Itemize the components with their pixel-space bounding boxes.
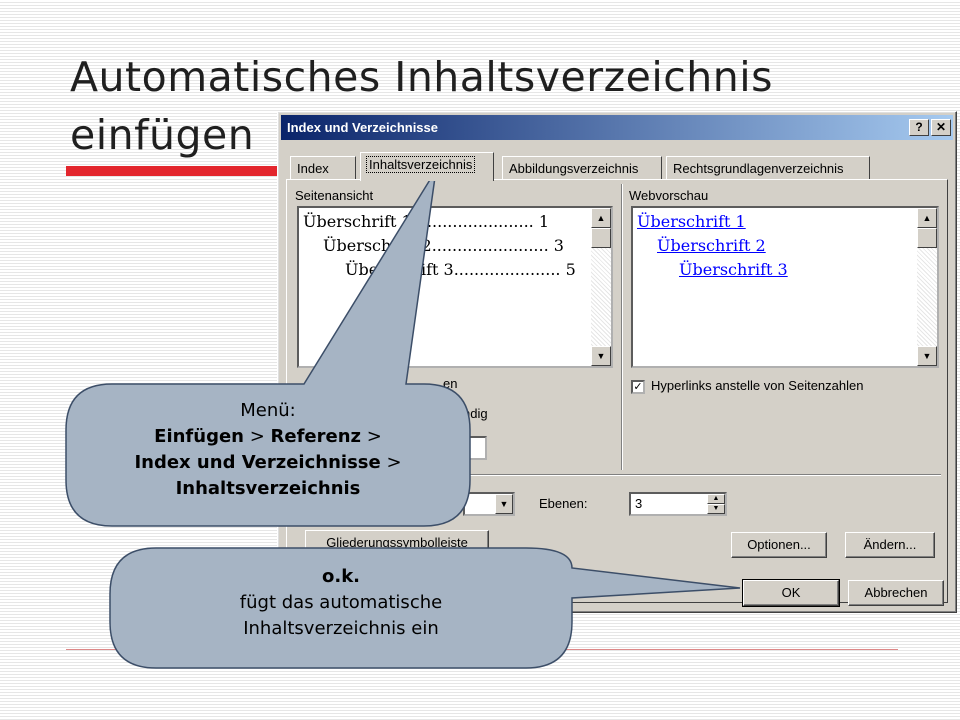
preview-line: Überschrift 1........................ 1 [303, 212, 550, 231]
tab-legal-references[interactable]: Rechtsgrundlagenverzeichnis [666, 156, 870, 180]
dialog-titlebar: Index und Verzeichnisse ? ✕ [281, 115, 953, 140]
chevron-down-icon[interactable]: ▼ [495, 494, 513, 514]
levels-spinner[interactable]: 3 ▲ ▼ [629, 492, 727, 516]
ok-callout-line2: fügt das automatische [239, 592, 443, 613]
slide-title-line2: einfügen [70, 111, 255, 159]
cancel-button[interactable]: Abbrechen [848, 580, 944, 606]
menu-callout-line4: Inhaltsverzeichnis [175, 478, 361, 499]
section-divider [293, 474, 941, 476]
web-link[interactable]: Überschrift 2 [657, 236, 766, 255]
scroll-up-icon[interactable]: ▲ [591, 208, 611, 228]
web-preview-label: Webvorschau [629, 188, 709, 203]
tab-table-of-contents[interactable]: Inhaltsverzeichnis [360, 152, 494, 181]
scroll-up-icon[interactable]: ▲ [917, 208, 937, 228]
print-preview-label: Seitenansicht [295, 188, 374, 203]
ok-callout-line1: o.k. [321, 566, 360, 587]
tab-index[interactable]: Index [290, 156, 356, 180]
web-preview-scrollbar[interactable]: ▲ ▼ [917, 208, 937, 366]
scroll-thumb[interactable] [591, 228, 611, 248]
group-divider [621, 184, 623, 470]
help-button[interactable]: ? [909, 119, 929, 136]
menu-callout-bubble [65, 169, 471, 527]
hyperlinks-checkbox[interactable]: ✓ [631, 380, 645, 394]
hyperlinks-label: Hyperlinks anstelle von Seitenzahlen [651, 378, 864, 393]
scroll-down-icon[interactable]: ▼ [917, 346, 937, 366]
modify-button[interactable]: Ändern... [845, 532, 935, 558]
ok-callout-bubble [109, 547, 741, 669]
tab-figures[interactable]: Abbildungsverzeichnis [502, 156, 662, 180]
levels-label: Ebenen: [539, 496, 588, 511]
index-dialog: Index und Verzeichnisse ? ✕ Index Inhalt… [277, 111, 957, 613]
ok-callout-line3: Inhaltsverzeichnis ein [243, 618, 439, 639]
dialog-title: Index und Verzeichnisse [287, 120, 438, 135]
web-link[interactable]: Überschrift 1 [637, 212, 746, 231]
close-button[interactable]: ✕ [931, 119, 951, 136]
web-preview-list[interactable]: Überschrift 1 Überschrift 2 Überschrift … [631, 206, 939, 368]
ok-button[interactable]: OK [742, 579, 840, 607]
spin-down-icon[interactable]: ▼ [707, 504, 725, 514]
tab-panel: Seitenansicht Überschrift 1.............… [286, 179, 948, 603]
format-dropdown[interactable]: ▼ [463, 492, 515, 516]
title-accent-bar [66, 166, 286, 176]
options-button[interactable]: Optionen... [731, 532, 827, 558]
scroll-down-icon[interactable]: ▼ [591, 346, 611, 366]
menu-callout-line1: Menü: [240, 400, 296, 421]
preview-scrollbar[interactable]: ▲ ▼ [591, 208, 611, 366]
menu-callout-line3: Index und Verzeichnisse > [134, 452, 402, 473]
scroll-thumb[interactable] [917, 228, 937, 248]
slide-title-line1: Automatisches Inhaltsverzeichnis [70, 53, 773, 101]
menu-callout-text: Menü: Einfügen > Referenz > Index und Ve… [70, 398, 466, 502]
slide-title: Automatisches Inhaltsverzeichnis einfüge… [70, 48, 930, 164]
web-link[interactable]: Überschrift 3 [679, 260, 788, 279]
print-preview-list[interactable]: Überschrift 1........................ 1 … [297, 206, 613, 368]
ok-callout-text: o.k. fügt das automatische Inhaltsverzei… [114, 564, 568, 642]
spin-up-icon[interactable]: ▲ [707, 494, 725, 504]
menu-callout-line2: Einfügen > Referenz > [154, 426, 382, 447]
levels-value: 3 [635, 496, 643, 511]
